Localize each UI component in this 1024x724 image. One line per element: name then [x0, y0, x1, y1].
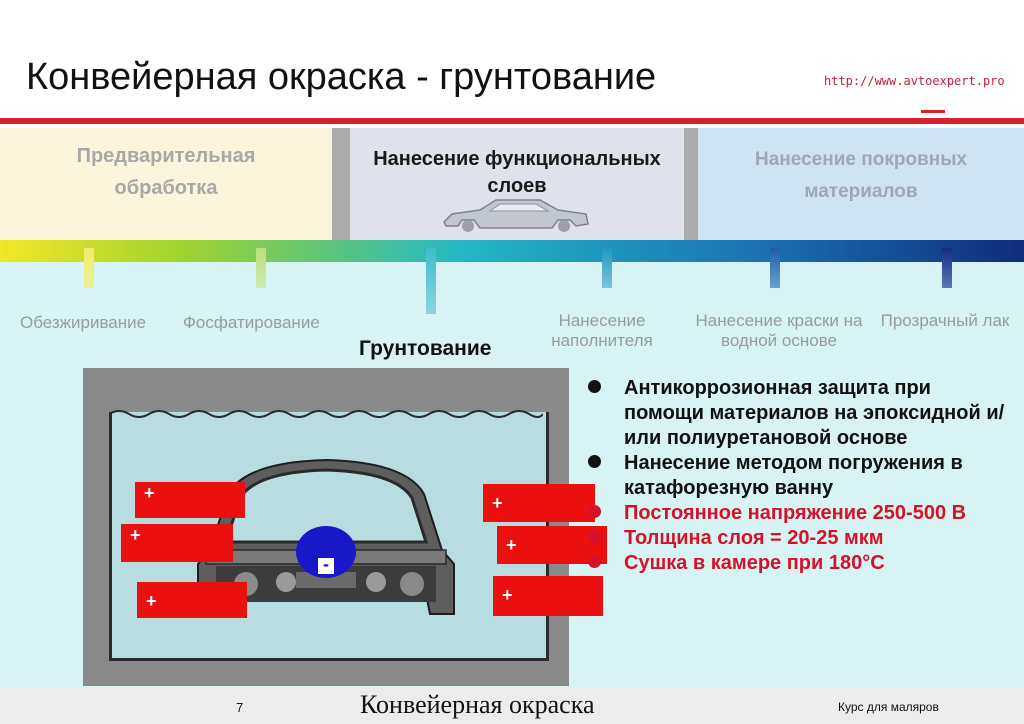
- header-divider: [0, 118, 1024, 124]
- anode-electrode: +: [137, 582, 247, 618]
- website-link[interactable]: http://www.avtoexpert.pro: [824, 74, 1005, 88]
- step-phosphating: Фосфатирование: [183, 313, 320, 332]
- stage-pretreatment-label: Предварительная обработка: [76, 145, 256, 199]
- bullet-dot-icon: [588, 530, 601, 543]
- step-clearcoat: Прозрачный лак: [880, 311, 1010, 330]
- stage-separator: [684, 128, 698, 240]
- process-details-list: Антикоррозионная защита при помощи матер…: [588, 376, 1008, 576]
- detail-text: Толщина слоя = 20-25 мкм: [624, 527, 884, 549]
- detail-text: Антикоррозионная защита при помощи матер…: [624, 377, 1005, 449]
- stage-separator: [332, 128, 350, 240]
- bath-surface-wave: [109, 410, 543, 418]
- stage-topcoat-label: Нанесение покровных материалов: [755, 149, 967, 202]
- process-spectrum-bar: [0, 240, 1024, 262]
- step-marker: [602, 248, 612, 288]
- detail-text: Постоянное напряжение 250-500 В: [624, 502, 967, 524]
- step-marker: [84, 248, 94, 288]
- step-waterborne: Нанесение краски на водной основе: [695, 311, 863, 350]
- bullet-dot-icon: [588, 505, 601, 518]
- step-marker: [942, 248, 952, 288]
- stage-pretreatment: Предварительная обработка: [0, 128, 332, 240]
- detail-item: Толщина слоя = 20-25 мкм: [588, 526, 1008, 551]
- anode-electrode: +: [121, 524, 233, 562]
- bullet-dot-icon: [588, 380, 601, 393]
- step-degreasing: Обезжиривание: [20, 313, 147, 332]
- step-marker: [256, 248, 266, 288]
- header-accent: [921, 110, 945, 113]
- detail-item: Сушка в камере при 180°C: [588, 551, 1008, 576]
- anode-electrode: +: [135, 482, 245, 518]
- bullet-dot-icon: [588, 555, 601, 568]
- step-priming: Грунтование: [359, 337, 492, 360]
- detail-item: Постоянное напряжение 250-500 В: [588, 501, 1008, 526]
- stage-topcoat: Нанесение покровных материалов: [698, 128, 1024, 240]
- anode-electrode: +: [493, 576, 603, 616]
- stage-functional-label: Нанесение функциональных слоев: [373, 148, 661, 197]
- step-marker: [770, 248, 780, 288]
- step-filler: Нанесение наполнителя: [551, 311, 653, 350]
- footer-title: Конвейерная окраска: [360, 690, 595, 719]
- car-silhouette-icon: [443, 199, 589, 232]
- page-number: 7: [236, 700, 244, 715]
- page-title: Конвейерная окраска - грунтование: [26, 56, 657, 98]
- detail-text: Нанесение методом погружения в катафорез…: [624, 452, 963, 499]
- step-marker-active: [426, 248, 436, 314]
- detail-item: Антикоррозионная защита при помощи матер…: [588, 376, 1008, 451]
- cathode-sign: -: [318, 555, 334, 574]
- bullet-dot-icon: [588, 455, 601, 468]
- detail-item: Нанесение методом погружения в катафорез…: [588, 451, 1008, 501]
- footer-course-name: Курс для маляров: [838, 700, 939, 714]
- anode-electrode: +: [483, 484, 595, 522]
- footer-bar: [0, 688, 1024, 724]
- detail-text: Сушка в камере при 180°C: [624, 552, 885, 574]
